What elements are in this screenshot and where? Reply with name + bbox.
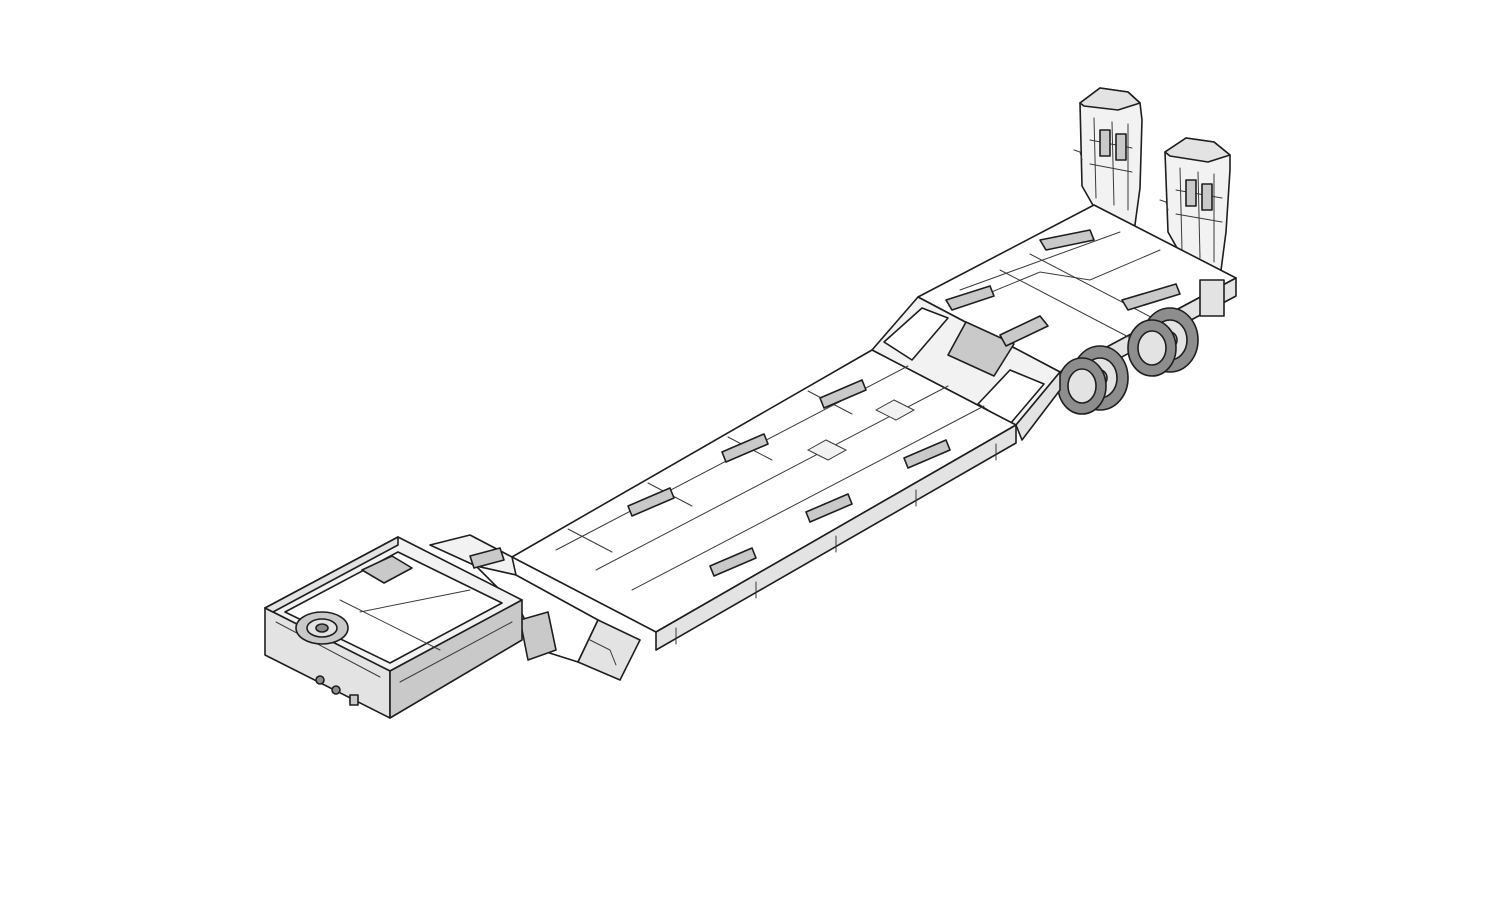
platform [511, 349, 1017, 651]
well-deck [871, 296, 1061, 441]
wheel-front [1057, 345, 1129, 415]
loading-ramp [1073, 87, 1231, 279]
wheel-rear [1127, 307, 1199, 377]
wheel-axle [1057, 307, 1199, 415]
neck-transition [429, 534, 641, 681]
ramp-right [1159, 137, 1231, 279]
spare-wheel [295, 611, 349, 645]
ramp-left [1073, 87, 1143, 233]
